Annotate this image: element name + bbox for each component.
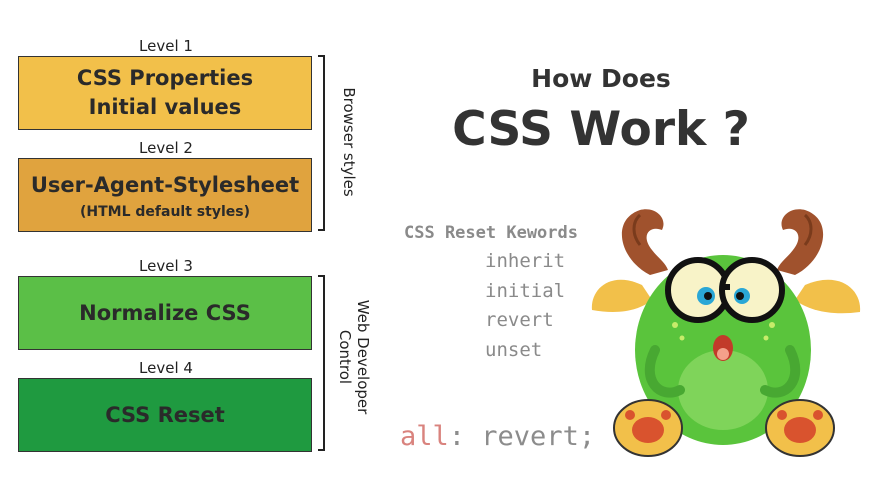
developer-control-line-1: Web Developer — [354, 299, 372, 415]
level-3-title: Normalize CSS — [79, 300, 251, 325]
monster-mascot-icon — [591, 209, 861, 457]
keyword-item: revert — [485, 309, 554, 331]
code-value: : revert; — [448, 421, 596, 452]
developer-control-line-2: Control — [336, 329, 354, 385]
level-1-title-line-2: Initial values — [88, 95, 242, 119]
level-3-label: Level 3 — [139, 257, 193, 275]
level-4-label: Level 4 — [139, 359, 193, 377]
level-1-box: CSS Properties Initial values — [18, 56, 312, 130]
browser-styles-label: Browser styles — [340, 87, 358, 197]
level-2-box: User-Agent-Stylesheet (HTML default styl… — [18, 158, 312, 232]
heading-small: How Does — [531, 64, 671, 93]
level-1-title-line-1: CSS Properties — [76, 66, 254, 90]
heading-big: CSS Work ? — [452, 102, 750, 157]
level-1-label: Level 1 — [139, 37, 193, 55]
keyword-item: inherit — [485, 250, 566, 272]
code-keyword: all — [400, 421, 449, 452]
level-4-title: CSS Reset — [105, 402, 225, 427]
level-3-box: Normalize CSS — [18, 276, 312, 350]
keyword-item: unset — [485, 338, 543, 361]
developer-control-label: Web Developer Control — [336, 287, 372, 427]
keywords-list: inherit initial revert unset — [485, 250, 565, 368]
browser-styles-bracket — [318, 55, 325, 231]
level-4-box: CSS Reset — [18, 378, 312, 452]
level-2-subtitle: (HTML default styles) — [80, 203, 250, 220]
level-2-label: Level 2 — [139, 139, 193, 157]
keywords-heading: CSS Reset Kewords — [404, 223, 578, 243]
developer-control-bracket — [318, 275, 325, 451]
keyword-item: initial — [485, 279, 566, 302]
level-2-title: User-Agent-Stylesheet — [30, 172, 300, 197]
code-snippet: all: revert; — [400, 421, 595, 452]
